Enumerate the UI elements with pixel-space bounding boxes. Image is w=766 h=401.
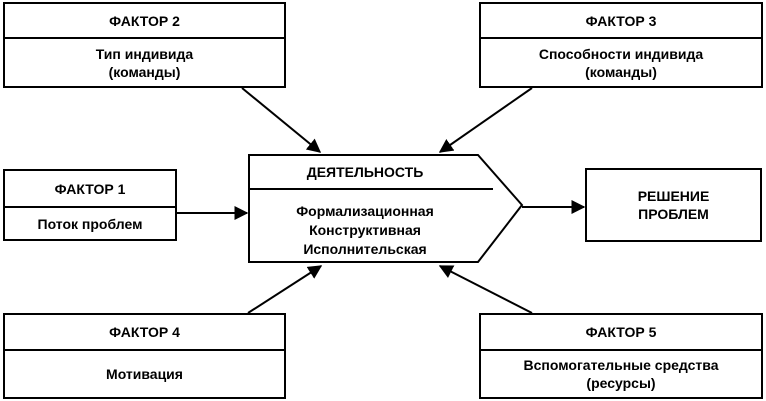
factor-5-text: Вспомогательные средства (ресурсы) <box>481 351 761 397</box>
arrow-factor3-activity <box>438 87 533 153</box>
activity-item-3: Исполнительская <box>303 240 427 257</box>
factor-4-text: Мотивация <box>5 351 284 397</box>
activity-items: Формализационная Конструктивная Исполнит… <box>250 200 480 260</box>
factor-4-line-1: Мотивация <box>106 366 183 382</box>
factor-3-box: ФАКТОР 3 Способности индивида (команды) <box>479 2 763 88</box>
factor-3-title: ФАКТОР 3 <box>481 4 761 39</box>
factor-5-title: ФАКТОР 5 <box>481 315 761 351</box>
factor-2-title: ФАКТОР 2 <box>5 4 284 39</box>
factor-4-box: ФАКТОР 4 Мотивация <box>3 313 286 399</box>
factor-3-line-1: Способности индивида <box>538 45 704 62</box>
arrow-factor4-activity <box>247 265 323 314</box>
result-box: РЕШЕНИЕ ПРОБЛЕМ <box>585 168 762 242</box>
factor-1-box: ФАКТОР 1 Поток проблем <box>3 169 177 241</box>
activity-title: ДЕЯТЕЛЬНОСТЬ <box>306 164 424 180</box>
factor-4-title: ФАКТОР 4 <box>5 315 284 351</box>
factor-1-title: ФАКТОР 1 <box>5 171 175 208</box>
activity-shape <box>248 154 524 263</box>
factor-3-text: Способности индивида (команды) <box>481 39 761 86</box>
factor-2-line-2: (команды) <box>108 63 181 80</box>
arrow-factor2-activity <box>241 87 322 153</box>
factor-5-line-1: Вспомогательные средства <box>523 357 719 373</box>
factor-2-box: ФАКТОР 2 Тип индивида (команды) <box>3 2 286 88</box>
factor-5-box: ФАКТОР 5 Вспомогательные средства (ресур… <box>479 313 763 399</box>
result-line-2: ПРОБЛЕМ <box>638 206 709 222</box>
result-line-1: РЕШЕНИЕ <box>637 188 710 204</box>
activity-item-1: Формализационная <box>296 202 434 219</box>
factor-2-line-1: Тип индивида <box>95 45 194 62</box>
factor-1-text: Поток проблем <box>5 208 175 239</box>
factor-1-line-1: Поток проблем <box>37 215 143 232</box>
factor-2-text: Тип индивида (команды) <box>5 39 284 86</box>
activity-item-2: Конструктивная <box>309 221 421 238</box>
factor-3-line-2: (команды) <box>585 63 657 80</box>
arrow-factor5-activity <box>438 265 533 314</box>
factor-5-line-2: (ресурсы) <box>586 375 656 391</box>
